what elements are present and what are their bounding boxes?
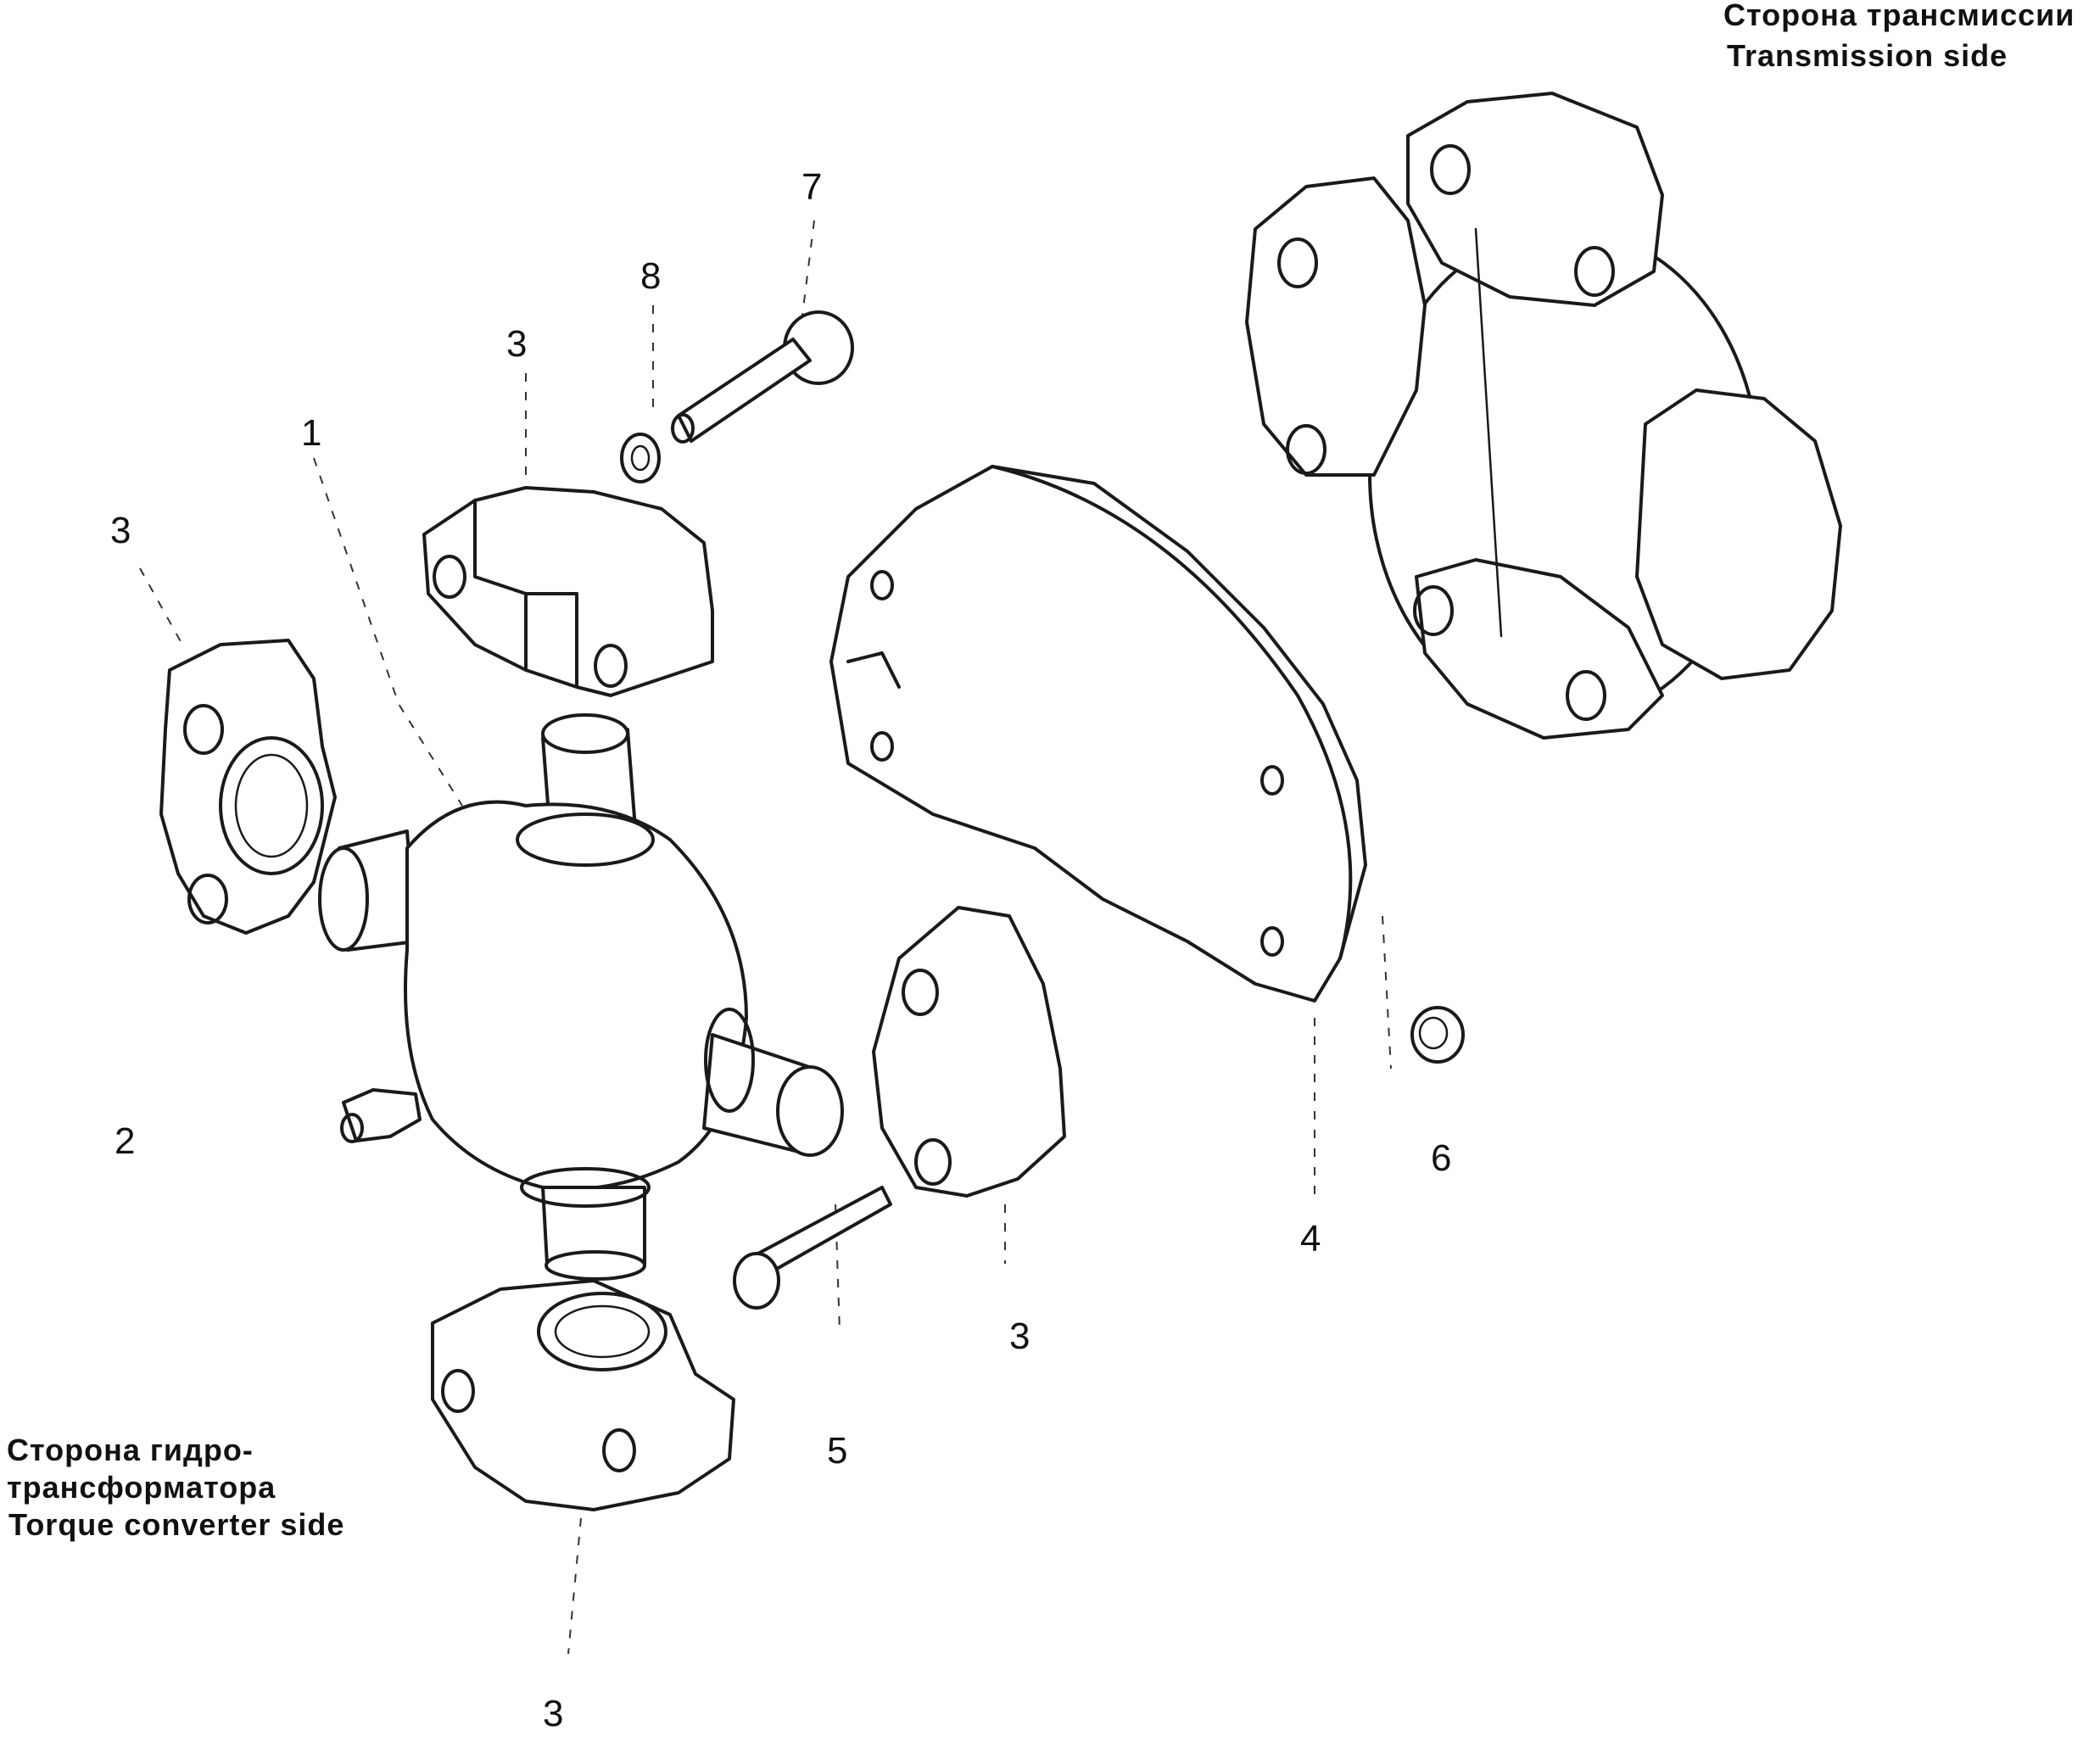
transmission-side-ru: Сторона трансмиссии — [1723, 0, 2075, 32]
bearing-cap-upper — [422, 486, 714, 697]
bearing-cap-left — [159, 639, 337, 935]
transmission-side-caption: Сторона трансмиссии Transmission side — [1723, 0, 2075, 73]
callout-6: 6 — [1431, 1137, 1451, 1179]
callout-3-left: 3 — [110, 510, 131, 551]
nut — [1410, 1006, 1465, 1064]
callout-4: 4 — [1300, 1218, 1321, 1259]
bearing-cap-bottom — [431, 1279, 735, 1511]
transmission-side-en: Transmission side — [1727, 38, 2008, 73]
callout-numbers: 1 2 3 3 3 3 4 5 6 7 8 — [110, 166, 1451, 1734]
flange-yoke — [829, 465, 1367, 1003]
grease-nipple — [340, 1088, 422, 1143]
converter-side-en: Torque converter side — [8, 1507, 344, 1542]
callout-3-upper: 3 — [506, 323, 527, 365]
converter-side-ru-line2: трансформатора — [7, 1470, 276, 1505]
callout-1: 1 — [301, 412, 321, 454]
callout-3-bottom: 3 — [543, 1693, 563, 1734]
callout-3-right: 3 — [1009, 1315, 1030, 1357]
callout-5: 5 — [827, 1430, 847, 1472]
torque-converter-side-caption: Сторона гидро- трансформатора Torque con… — [7, 1433, 344, 1542]
lock-washer — [620, 433, 661, 483]
callout-2: 2 — [114, 1120, 135, 1162]
converter-side-ru-line1: Сторона гидро- — [7, 1433, 254, 1467]
yoke-assembly-transmission — [1245, 92, 1842, 740]
spider-cross — [318, 713, 844, 1281]
callout-8: 8 — [640, 255, 661, 297]
bolt-upper — [671, 310, 854, 444]
callout-7: 7 — [801, 166, 822, 208]
bearing-cap-right — [872, 906, 1066, 1198]
bolt-lower — [733, 1186, 892, 1310]
